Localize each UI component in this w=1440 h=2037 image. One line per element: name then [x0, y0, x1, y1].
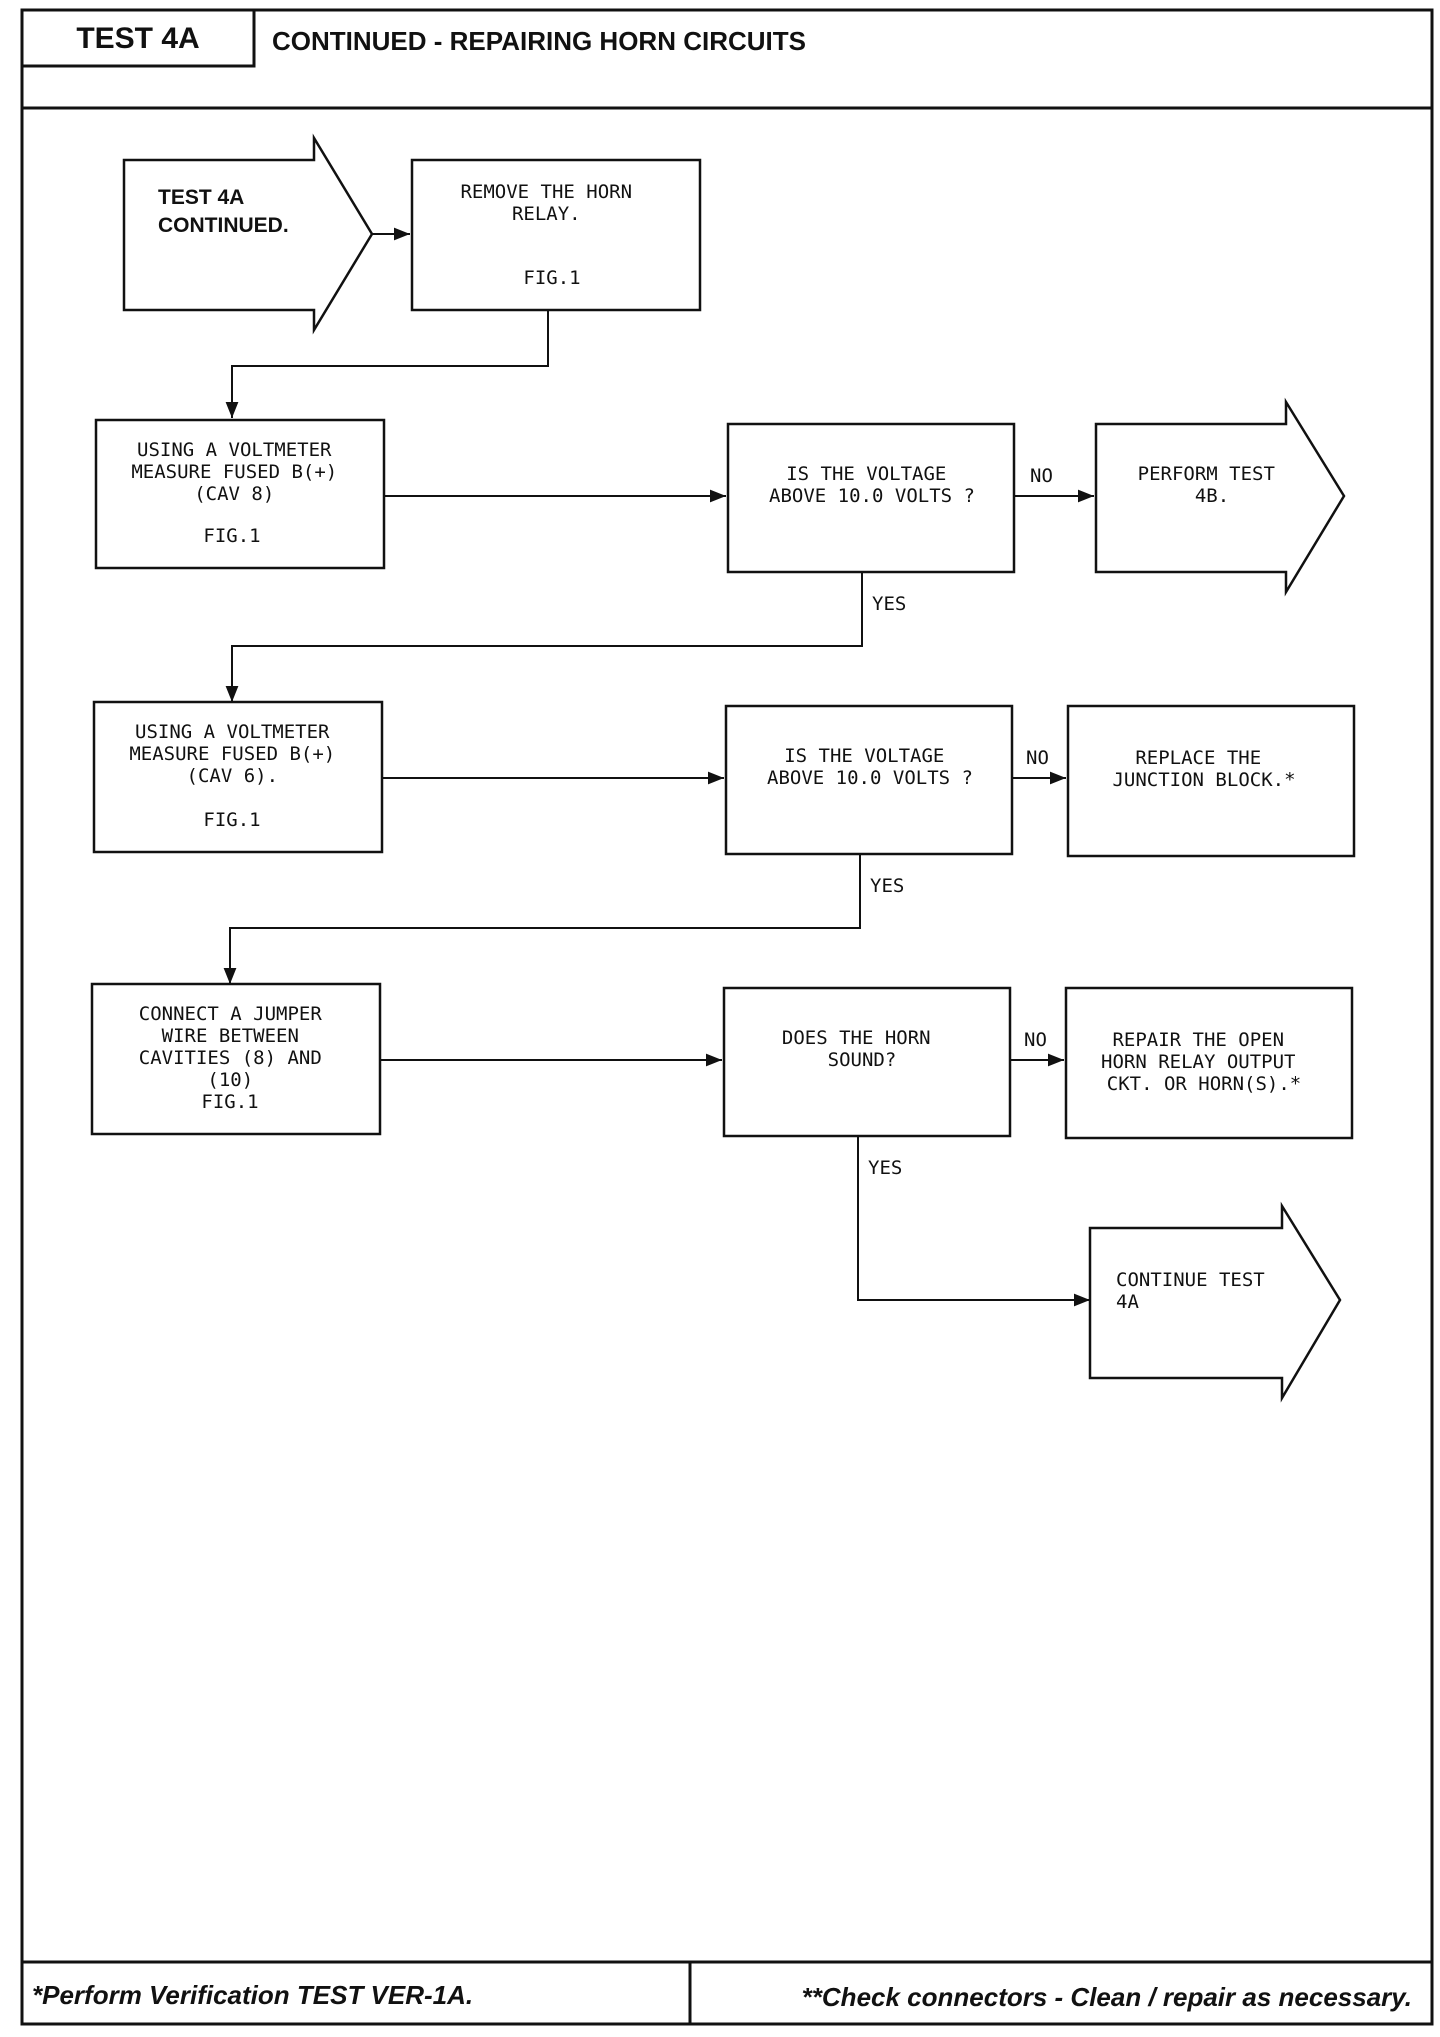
replace-junction-line-2: JUNCTION BLOCK.*: [1112, 769, 1295, 791]
footer-right-note: **Check connectors - Clean / repair as n…: [802, 1982, 1412, 2012]
footer: *Perform Verification TEST VER-1A. **Che…: [32, 1980, 1412, 2012]
connectors: [223, 227, 1094, 1307]
connector-decision2-yes: [223, 854, 861, 984]
label-no-1: NO: [1030, 465, 1053, 487]
decision2-line-2: ABOVE 10.0 VOLTS ?: [767, 767, 973, 789]
start-arrow: TEST 4A CONTINUED.: [122, 133, 374, 335]
start-line-2: CONTINUED.: [158, 214, 289, 237]
label-no-2: NO: [1026, 747, 1049, 769]
remove-relay-line-1: REMOVE THE HORN: [460, 181, 632, 203]
decision-voltage-1: IS THE VOLTAGE ABOVE 10.0 VOLTS ?: [726, 422, 1016, 574]
svg-text:IS THE VOLTAGE ABOVE 10.: IS THE VOLTAGE ABOVE 10.0 VOLTS ?: [769, 463, 975, 507]
repair-open-line-1: REPAIR THE OPEN: [1112, 1029, 1284, 1051]
label-yes-3: YES: [868, 1157, 902, 1179]
footer-left-note: *Perform Verification TEST VER-1A.: [32, 1980, 473, 2010]
jumper-line-4: (10): [207, 1069, 253, 1091]
step-remove-relay: REMOVE THE HORN RELAY. FIG.1: [410, 158, 702, 312]
svg-text:REMOVE THE HORN RELAY.: REMOVE THE HORN RELAY. FIG.1: [460, 181, 643, 289]
step-measure-cav8: USING A VOLTMETER MEASURE FUSED B(+) (CA…: [94, 418, 386, 570]
page-frame: [20, 8, 1434, 2026]
start-line-1: TEST 4A: [158, 186, 244, 209]
svg-text:REPLACE THE JUNCTION BLO: REPLACE THE JUNCTION BLOCK.*: [1112, 747, 1295, 791]
jumper-line-1: CONNECT A JUMPER: [139, 1003, 323, 1025]
header: TEST 4A CONTINUED - REPAIRING HORN CIRCU…: [20, 8, 806, 68]
page-title: CONTINUED - REPAIRING HORN CIRCUITS: [272, 26, 806, 56]
jumper-fig: FIG.1: [201, 1091, 258, 1113]
svg-text:PERFORM TEST 4B.: PERFORM TEST 4B.: [1138, 463, 1287, 507]
jumper-line-2: WIRE BETWEEN: [162, 1025, 299, 1047]
continue-4a-line-1: CONTINUE TEST: [1116, 1269, 1265, 1291]
decision3-line-1: DOES THE HORN: [782, 1027, 931, 1049]
remove-relay-fig: FIG.1: [523, 267, 580, 289]
decision-horn: DOES THE HORN SOUND?: [722, 986, 1012, 1138]
test-id-label: TEST 4A: [76, 22, 199, 55]
decision2-line-1: IS THE VOLTAGE: [784, 745, 944, 767]
repair-open-line-2: HORN RELAY OUTPUT: [1101, 1051, 1295, 1073]
svg-text:DOES THE HORN SOUND?: DOES THE HORN SOUND?: [782, 1027, 942, 1071]
out-repair-open: REPAIR THE OPEN HORN RELAY OUTPUT CKT. O…: [1064, 986, 1354, 1140]
svg-text:IS THE VOLTAGE ABOVE 10.: IS THE VOLTAGE ABOVE 10.0 VOLTS ?: [767, 745, 973, 789]
cav6-fig: FIG.1: [203, 809, 260, 831]
repair-open-line-3: CKT. OR HORN(S).*: [1107, 1073, 1301, 1095]
cav6-line-1: USING A VOLTMETER: [135, 721, 330, 743]
step-measure-cav6: USING A VOLTMETER MEASURE FUSED B(+) (CA…: [92, 700, 384, 854]
cav8-line-3: (CAV 8): [194, 483, 274, 505]
connector-remove-to-cav8: [225, 310, 549, 418]
remove-relay-line-2: RELAY.: [512, 203, 581, 225]
out-perform-4b: PERFORM TEST 4B.: [1094, 397, 1346, 597]
step-jumper: CONNECT A JUMPER WIRE BETWEEN CAVITIES (…: [90, 982, 382, 1136]
cav8-line-1: USING A VOLTMETER: [137, 439, 332, 461]
label-yes-2: YES: [870, 875, 904, 897]
decision1-line-1: IS THE VOLTAGE: [786, 463, 946, 485]
jumper-line-3: CAVITIES (8) AND: [139, 1047, 322, 1069]
svg-text:CONTINUE TEST 4A: CONTINUE TEST 4A: [1116, 1269, 1276, 1313]
svg-text:USING A VOLTMETER MEASUR: USING A VOLTMETER MEASURE FUSED B(+) (CA…: [129, 721, 346, 831]
connector-decision3-yes: [857, 1136, 1090, 1307]
connector-decision1-yes: [225, 570, 863, 702]
cav8-line-2: MEASURE FUSED B(+): [131, 461, 337, 483]
cav8-fig: FIG.1: [203, 525, 260, 547]
out-continue-4a: CONTINUE TEST 4A: [1088, 1201, 1342, 1403]
cav6-line-2: MEASURE FUSED B(+): [129, 743, 335, 765]
continue-4a-line-2: 4A: [1116, 1291, 1139, 1313]
svg-text:REPAIR THE OPEN HORN REL: REPAIR THE OPEN HORN RELAY OUTPUT CKT. O…: [1101, 1029, 1307, 1095]
cav6-line-3: (CAV 6).: [187, 765, 279, 787]
label-no-3: NO: [1024, 1029, 1047, 1051]
out-replace-junction: REPLACE THE JUNCTION BLOCK.*: [1066, 704, 1356, 858]
perform-4b-line-1: PERFORM TEST: [1138, 463, 1275, 485]
replace-junction-line-1: REPLACE THE: [1135, 747, 1261, 769]
decision-voltage-2: IS THE VOLTAGE ABOVE 10.0 VOLTS ?: [724, 704, 1014, 856]
decision3-line-2: SOUND?: [828, 1049, 897, 1071]
decision1-line-2: ABOVE 10.0 VOLTS ?: [769, 485, 975, 507]
svg-text:USING A VOLTMETER MEASUR: USING A VOLTMETER MEASURE FUSED B(+) (CA…: [131, 439, 348, 547]
svg-text:CONNECT A JUMPER WIRE BE: CONNECT A JUMPER WIRE BETWEEN CAVITIES (…: [139, 1003, 333, 1113]
svg-text:TEST 4A CONTINUED.: TEST 4A CONTINUED.: [158, 186, 289, 237]
label-yes-1: YES: [872, 593, 906, 615]
perform-4b-line-2: 4B.: [1195, 485, 1229, 507]
